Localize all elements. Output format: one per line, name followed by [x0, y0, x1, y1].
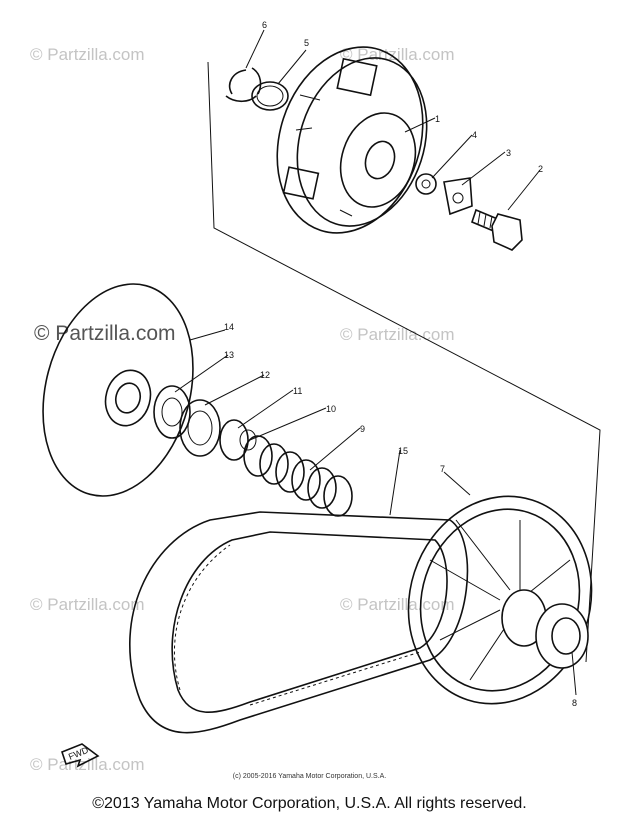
leader-lines — [174, 29, 577, 696]
bolt — [471, 208, 523, 251]
callout-9: 9 — [360, 424, 365, 434]
watermark: © Partzilla.com — [340, 325, 455, 344]
callout-15: 15 — [398, 446, 408, 456]
snap-ring — [251, 81, 289, 111]
retaining-clip — [225, 67, 262, 103]
watermark: © Partzilla.com — [340, 595, 455, 614]
callout-7: 7 — [440, 464, 445, 474]
washer — [415, 173, 437, 195]
callout-13: 13 — [224, 350, 234, 360]
callout-5: 5 — [304, 38, 309, 48]
spring — [243, 435, 353, 517]
callout-11: 11 — [293, 386, 302, 396]
callout-6: 6 — [262, 20, 267, 30]
secondary-sheave — [42, 283, 194, 497]
diagram-copyright: (c) 2005-2016 Yamaha Motor Corporation, … — [232, 773, 387, 780]
callout-10: 10 — [326, 404, 336, 414]
watermark: © Partzilla.com — [30, 45, 145, 64]
callout-14: 14 — [224, 322, 234, 332]
primary-fixed-sheave — [276, 46, 428, 234]
callout-2: 2 — [538, 164, 543, 174]
callout-4: 4 — [472, 130, 477, 140]
drive-sheave — [407, 495, 593, 705]
collar — [153, 385, 257, 461]
callout-3: 3 — [506, 148, 511, 158]
lock-plate — [443, 177, 473, 216]
watermark: © Partzilla.com — [30, 755, 145, 774]
watermark: © Partzilla.com — [34, 322, 176, 345]
callout-8: 8 — [572, 698, 577, 708]
watermark: © Partzilla.com — [30, 595, 145, 614]
copyright-notice: ©2013 Yamaha Motor Corporation, U.S.A. A… — [92, 795, 527, 812]
callout-1: 1 — [435, 114, 440, 124]
drive-belt — [129, 511, 469, 734]
callout-12: 12 — [260, 370, 270, 380]
callout-numbers: 1 2 3 4 5 6 7 8 9 10 11 12 13 14 15 — [224, 20, 577, 708]
watermark: © Partzilla.com — [340, 45, 455, 64]
assembly-guide-lines — [207, 61, 601, 663]
